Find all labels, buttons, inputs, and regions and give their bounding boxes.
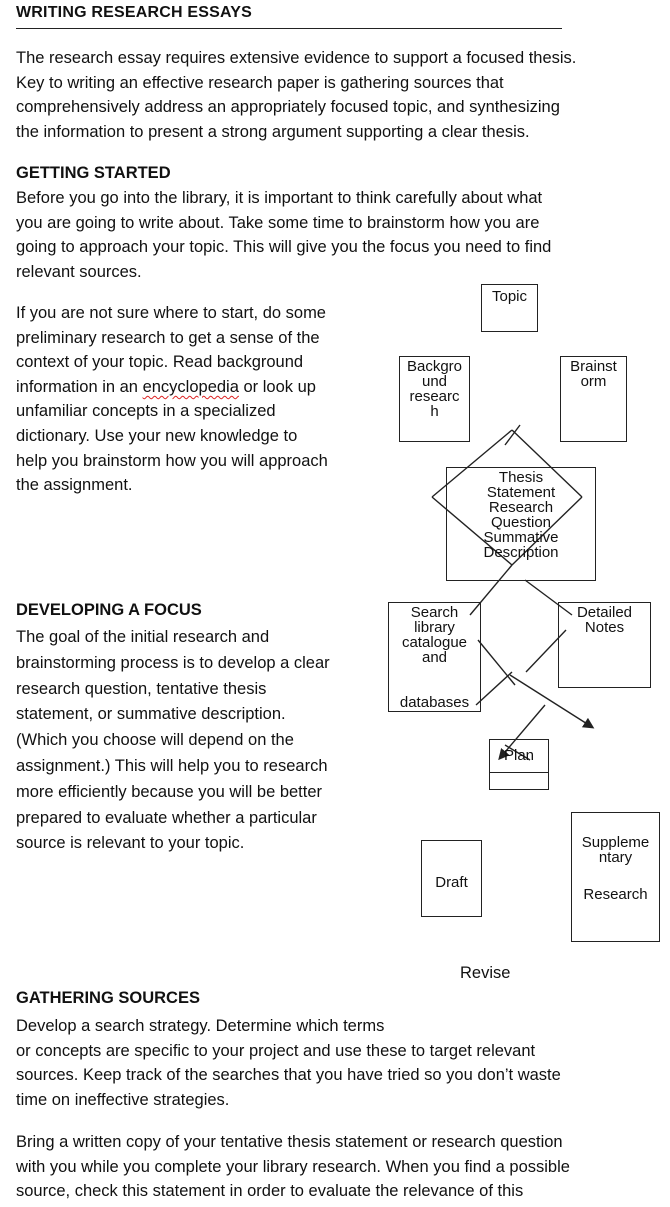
developing-focus-heading: DEVELOPING A FOCUS — [16, 601, 202, 619]
text-line: Bring a written copy of your tentative t… — [16, 1133, 563, 1151]
diagram-label: Summative — [483, 529, 559, 546]
diagram-topic-box: Topic — [481, 284, 538, 332]
getting-started-heading: GETTING STARTED — [16, 164, 171, 182]
diagram-label: Research — [488, 499, 554, 516]
plan-divider — [490, 772, 548, 773]
text-line: going to approach your topic. This will … — [16, 238, 552, 256]
text-line: brainstorming process is to develop a cl… — [16, 653, 330, 672]
diagram-label: und — [421, 373, 448, 390]
diagram-revise-label: Revise — [460, 964, 511, 982]
intro-line: comprehensively address an appropriately… — [16, 98, 560, 116]
text-line: or look up — [238, 377, 316, 396]
diagram-plan-box: Plan — [489, 739, 549, 790]
text-line: statement, or summative description. — [16, 705, 286, 724]
diagram-label: h — [430, 403, 439, 420]
text-line: the assignment. — [16, 476, 133, 495]
text-line: or concepts are specific to your project… — [16, 1041, 536, 1060]
text-line: relevant sources. — [16, 262, 142, 281]
text-line: sources. Keep track of the searches that… — [16, 1066, 561, 1084]
diagram-notes-box: Detailed Notes — [558, 602, 651, 688]
diagram-label: catalogue — [401, 634, 468, 651]
diagram-label: ntary — [598, 849, 633, 866]
text-line: you are going to write about. Take some … — [16, 213, 540, 232]
developing-focus-paragraph: The goal of the initial research and bra… — [16, 625, 381, 857]
title-underline — [16, 28, 562, 29]
text-line: Before you go into the library, it is im… — [16, 189, 543, 207]
intro-line: The research essay requires extensive ev… — [16, 49, 577, 67]
text-line: unfamiliar concepts in a specialized — [16, 402, 276, 421]
text-line: time on ineffective strategies. — [16, 1090, 230, 1109]
diagram-label: Notes — [584, 619, 625, 636]
diagram-label: Topic — [491, 288, 528, 305]
diagram-supplementary-box: Suppleme ntary Research — [571, 812, 660, 942]
diagram-thesis-box: Thesis Statement Research Question Summa… — [446, 467, 596, 581]
context-paragraph: If you are not sure where to start, do s… — [16, 301, 386, 498]
diagram-label — [389, 665, 480, 695]
diagram-label: Brainst — [570, 358, 617, 375]
diagram-label: and — [421, 649, 448, 666]
diagram-label: Question — [490, 514, 552, 531]
text-line: source, check this statement in order to… — [16, 1182, 524, 1200]
diagram-label: Description — [483, 544, 559, 561]
diagram-search-box: Search library catalogue and databases — [388, 602, 481, 712]
text-line: The goal of the initial research and — [16, 628, 270, 646]
text-line: preliminary research to get a sense of t… — [16, 328, 320, 347]
text-line: source is relevant to your topic. — [16, 834, 245, 853]
text-line: Develop a search strategy. Determine whi… — [16, 1017, 385, 1035]
diagram-label: Thesis — [498, 469, 544, 486]
diagram-brainstorm-box: Brainst orm — [560, 356, 627, 442]
text-line: context of your topic. Read background — [16, 353, 304, 372]
intro-line: Key to writing an effective research pap… — [16, 73, 504, 92]
diagram-label: orm — [580, 373, 607, 390]
diagram-background-box: Backgro und researc h — [399, 356, 470, 442]
text-line: information in an — [16, 377, 143, 396]
diagram-label: Draft — [435, 874, 468, 891]
diagram-label: library — [414, 619, 455, 636]
text-line: assignment.) This will help you to resea… — [16, 756, 328, 775]
spellcheck-word: encyclopedia — [142, 377, 239, 396]
diagram-label — [572, 865, 659, 887]
diagram-label: Detailed — [576, 604, 633, 621]
bring-copy-paragraph: Bring a written copy of your tentative t… — [16, 1130, 656, 1204]
text-line: dictionary. Use your new knowledge to — [16, 426, 298, 445]
text-line: research question, tentative thesis — [16, 679, 267, 698]
gathering-sources-paragraph: Develop a search strategy. Determine whi… — [16, 1014, 656, 1112]
diagram-label: Statement — [486, 484, 556, 501]
text-line: prepared to evaluate whether a particula… — [16, 808, 317, 827]
diagram-label: Suppleme — [581, 834, 650, 851]
getting-started-paragraph: Before you go into the library, it is im… — [16, 186, 656, 284]
diagram-label: researc — [409, 388, 460, 405]
intro-line: the information to present a strong argu… — [16, 122, 530, 141]
text-line: help you brainstorm how you will approac… — [16, 451, 328, 470]
diagram-label: databases — [399, 694, 470, 711]
document-title: WRITING RESEARCH ESSAYS — [16, 4, 253, 21]
text-line: (Which you choose will depend on the — [16, 731, 294, 750]
diagram-label: Backgro — [406, 358, 463, 375]
text-line: more efficiently because you will be bet… — [16, 782, 323, 801]
diagram-label: Search — [410, 604, 459, 621]
diagram-label: Plan — [503, 747, 535, 764]
text-line: with you while you complete your library… — [16, 1157, 570, 1176]
text-line: If you are not sure where to start, do s… — [16, 304, 326, 322]
diagram-draft-box: Draft — [421, 840, 482, 917]
diagram-label: Research — [583, 886, 648, 903]
intro-paragraph: The research essay requires extensive ev… — [16, 46, 656, 144]
gathering-sources-heading: GATHERING SOURCES — [16, 989, 200, 1007]
